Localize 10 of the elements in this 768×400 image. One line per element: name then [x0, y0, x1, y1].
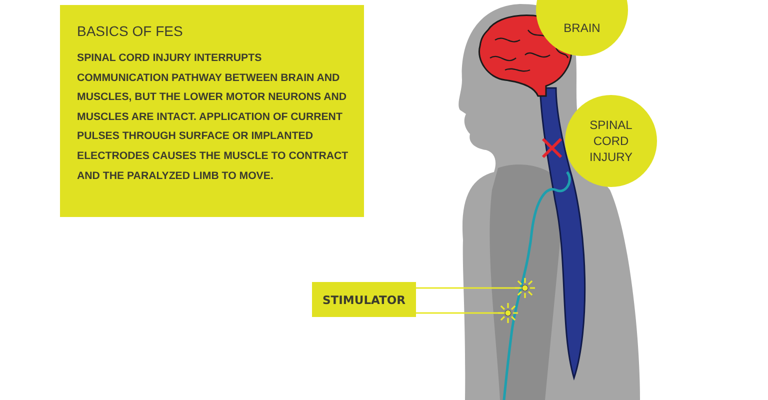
- label-circle: BRAIN: [536, 0, 628, 56]
- info-panel: [60, 5, 364, 217]
- leader-line: [416, 312, 505, 314]
- panel-heading: BASICS OF FES: [77, 23, 184, 39]
- panel-body-text: SPINAL CORD INJURY INTERRUPTS COMMUNICATION PATHWAY BETWEEN BRAIN AND MUSCLES, BUT THE LOWER MOTOR NEURONS AND MUSCLES ARE INTACT. APPLICATION OF CURRENT PULSES THROUGH SURFACE OR IMPLANTED ELECTRODES CAUSES THE MUSCLE TO CONTRACT AND THE PARALYZED LIMB TO MOVE.: [77, 51, 350, 184]
- label-circle: SPINAL CORD INJURY: [565, 95, 657, 187]
- label-box: STIMULATOR: [312, 282, 416, 317]
- electrode-spark-icon: [497, 302, 519, 324]
- leader-line: [416, 287, 522, 289]
- electrode-spark-icon: [514, 277, 536, 299]
